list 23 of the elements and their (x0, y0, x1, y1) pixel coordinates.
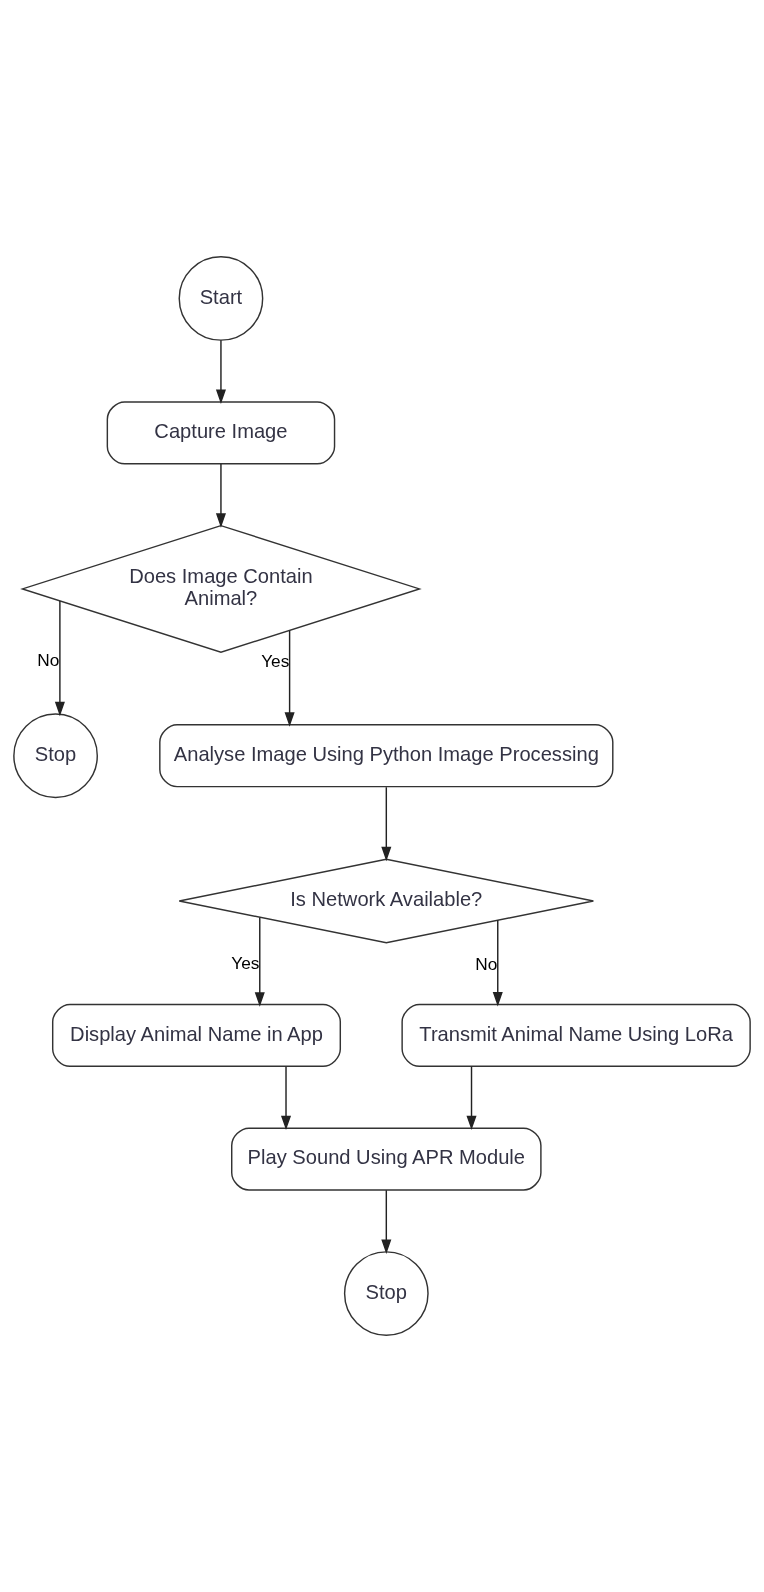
node-circle: Stop (343, 1251, 429, 1336)
node-box: Analyse Image Using Python Image Processing (159, 724, 614, 788)
node-box: Play Sound Using APR Module (231, 1127, 542, 1191)
node-diamond: Is Network Available? (178, 858, 595, 944)
arrow (254, 916, 265, 1007)
arrow (54, 600, 65, 717)
edge-label: Yes (231, 953, 260, 974)
node-box: Display Animal Name in App (52, 1003, 342, 1068)
node-box: Capture Image (106, 401, 336, 465)
arrow (381, 1189, 392, 1254)
arrow (215, 339, 226, 404)
arrow (466, 1065, 477, 1131)
arrow (492, 919, 503, 1007)
node-circle: Stop (13, 713, 98, 799)
edge-label: Yes (261, 650, 290, 671)
node-circle: Start (178, 256, 264, 341)
arrow (381, 786, 392, 862)
node-diamond: Does Image Contain Animal? (20, 524, 422, 653)
node-box: Transmit Animal Name Using LoRa (401, 1003, 751, 1068)
arrow (284, 629, 295, 727)
edge-label: No (475, 954, 498, 975)
arrow (280, 1065, 292, 1131)
arrow (215, 463, 226, 528)
